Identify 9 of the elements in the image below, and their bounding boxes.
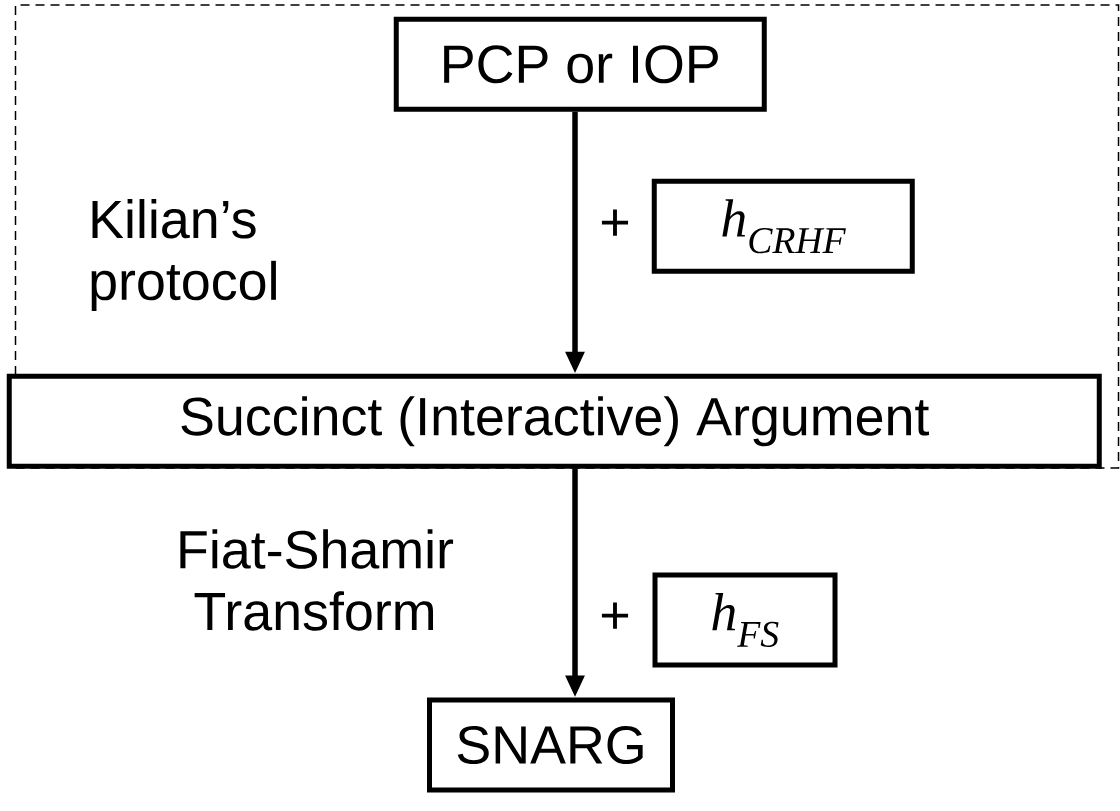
side-label: Fiat-Shamir Transform [180,529,454,631]
process-box: Succinct (Interactive) Argument [6,373,1102,469]
region-label: Kilian’s protocol [91,199,276,311]
plus-sign: + [601,209,629,236]
plus-sign: + [601,602,629,629]
formula-box: h$_{CRHF}$ [651,178,915,274]
process-box: SNARG [427,697,675,793]
process-box: PCP or IOP [393,16,767,112]
formula-box: h$_{FS}$ [652,572,838,668]
